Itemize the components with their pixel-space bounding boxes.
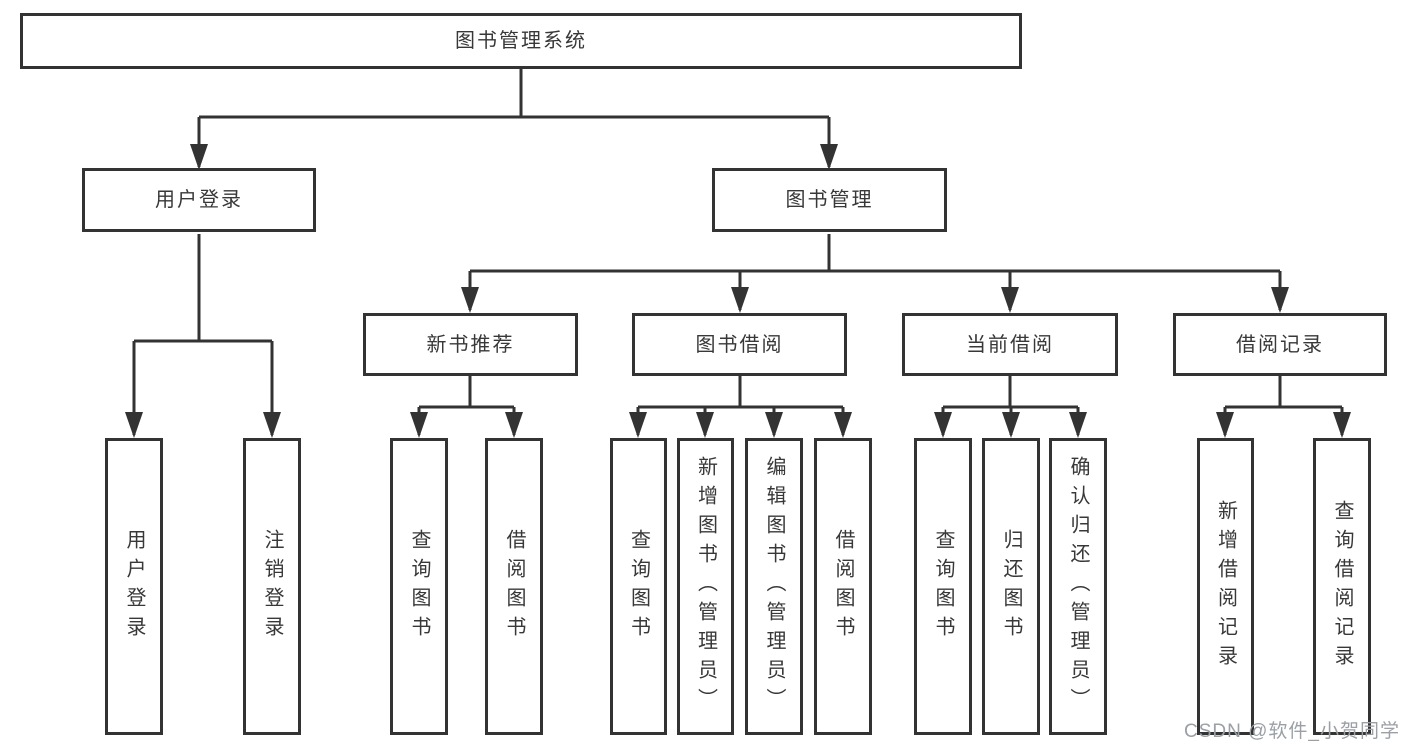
connector-paths — [132, 69, 1344, 435]
leaf-confirm-return-admin: 确认归还（管理员） — [1049, 438, 1107, 735]
leaf-add-book-admin: 新增图书（管理员） — [677, 438, 734, 735]
node-borrow-records: 借阅记录 — [1173, 313, 1387, 376]
node-user-login: 用户登录 — [82, 168, 316, 232]
node-current-borrow: 当前借阅 — [902, 313, 1118, 376]
leaf-return-book: 归还图书 — [982, 438, 1040, 735]
connector-borrowrecords-to-leaves — [1223, 376, 1344, 435]
csdn-watermark: CSDN @软件_小贺同学 — [1184, 721, 1400, 742]
arrowhead — [125, 412, 143, 438]
arrowheads — [125, 144, 1351, 438]
arrowhead — [410, 412, 428, 438]
leaf-add-borrow-record: 新增借阅记录 — [1197, 438, 1254, 735]
arrowhead — [1216, 412, 1234, 438]
connector-newbook-to-leaves — [417, 376, 516, 435]
leaf-borrow-books-borrow: 借阅图书 — [814, 438, 872, 735]
connector-bookmgmt-to-level3 — [468, 234, 1282, 310]
leaf-edit-book-admin: 编辑图书（管理员） — [745, 438, 803, 735]
connector-root-to-level2 — [197, 69, 831, 167]
leaf-query-books-current: 查询图书 — [914, 438, 972, 735]
arrowhead — [820, 144, 838, 170]
arrowhead — [834, 412, 852, 438]
arrowhead — [696, 412, 714, 438]
node-book-management: 图书管理 — [712, 168, 947, 232]
connector-userlogin-to-leaves — [132, 234, 274, 435]
arrowhead — [934, 412, 952, 438]
arrowhead — [629, 412, 647, 438]
arrowhead — [263, 412, 281, 438]
leaf-query-borrow-record: 查询借阅记录 — [1313, 438, 1371, 735]
leaf-query-books-recommend: 查询图书 — [390, 438, 448, 735]
leaf-borrow-books-recommend: 借阅图书 — [485, 438, 543, 735]
node-root-system: 图书管理系统 — [20, 13, 1022, 69]
connector-bookborrow-to-leaves — [636, 376, 845, 435]
leaf-user-login: 用户登录 — [105, 438, 163, 735]
arrowhead — [1271, 287, 1289, 313]
arrowhead — [505, 412, 523, 438]
node-new-book-recommend: 新书推荐 — [363, 313, 578, 376]
leaf-query-books-borrow: 查询图书 — [610, 438, 667, 735]
arrowhead — [1069, 412, 1087, 438]
arrowhead — [1333, 412, 1351, 438]
node-book-borrow: 图书借阅 — [632, 313, 847, 376]
arrowhead — [765, 412, 783, 438]
leaf-logout: 注销登录 — [243, 438, 301, 735]
arrowhead — [461, 287, 479, 313]
arrowhead — [731, 287, 749, 313]
arrowhead — [1001, 287, 1019, 313]
arrowhead — [1002, 412, 1020, 438]
arrowhead — [190, 144, 208, 170]
